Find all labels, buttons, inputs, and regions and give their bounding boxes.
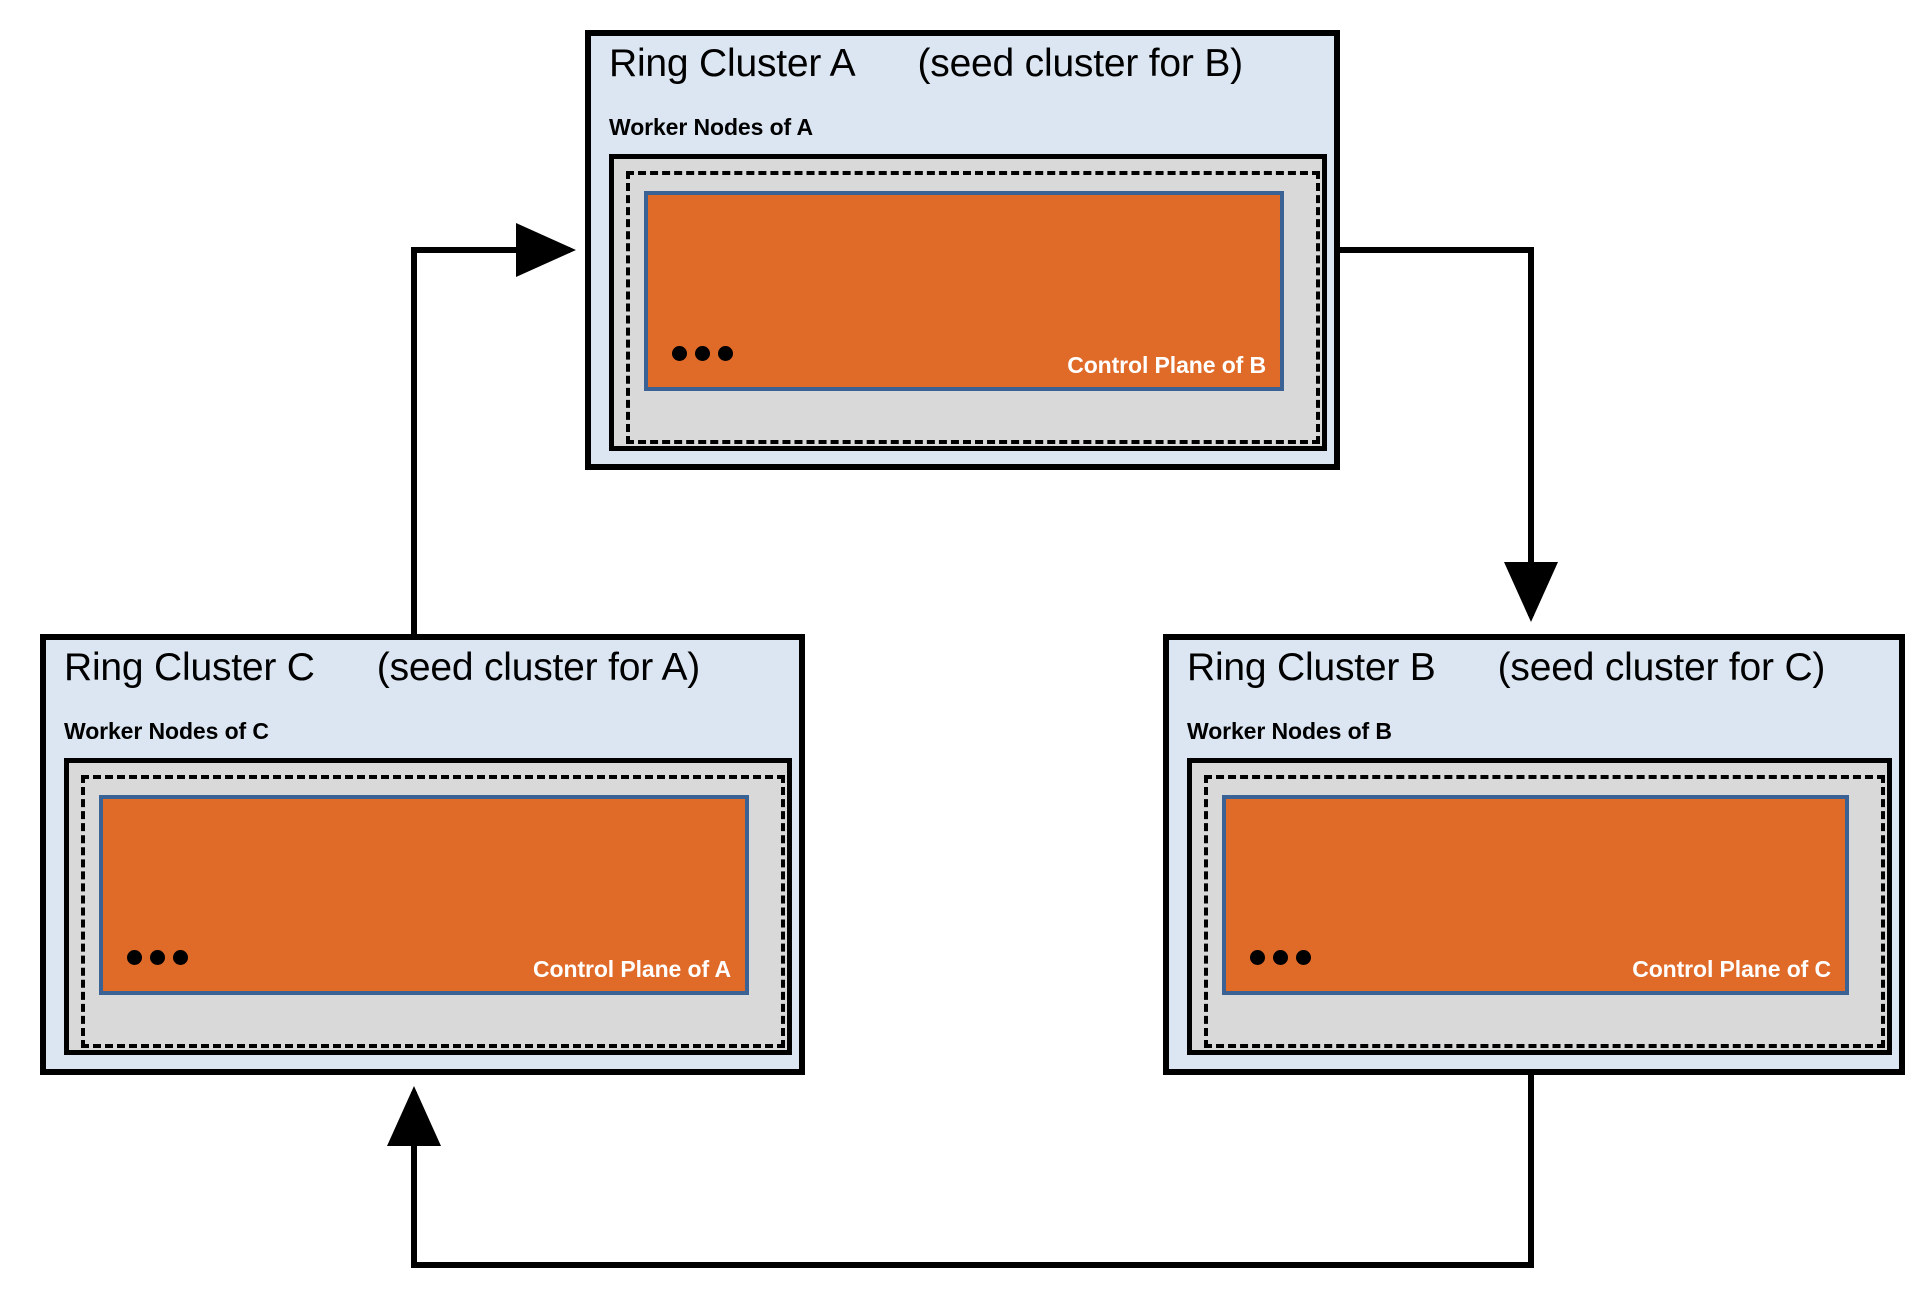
cluster-a-control-plane[interactable]: Control Plane of B: [644, 191, 1284, 391]
cluster-a-worker-label: Worker Nodes of A: [609, 114, 814, 140]
cluster-a-node-boundary: Control Plane of B: [626, 171, 1320, 444]
cluster-b-control-plane-label: Control Plane of C: [1632, 956, 1831, 982]
cluster-b-name: Ring Cluster B: [1187, 646, 1436, 689]
cluster-c-worker-box[interactable]: Control Plane of A: [64, 758, 792, 1055]
cluster-b-node-boundary: Control Plane of C: [1204, 775, 1885, 1048]
cluster-c-node-boundary: Control Plane of A: [81, 775, 785, 1048]
arrow-a-to-b: [1340, 247, 1558, 622]
cluster-a-title-row: Ring Cluster A (seed cluster for B): [609, 42, 1243, 86]
cluster-a-ellipsis-icon: [672, 346, 733, 361]
ring-cluster-c[interactable]: Ring Cluster C (seed cluster for A) Work…: [40, 634, 805, 1075]
cluster-c-name: Ring Cluster C: [64, 646, 315, 689]
arrow-c-to-a: [411, 223, 576, 634]
cluster-b-worker-box[interactable]: Control Plane of C: [1187, 758, 1892, 1055]
ring-cluster-b[interactable]: Ring Cluster B (seed cluster for C) Work…: [1163, 634, 1905, 1075]
cluster-a-seed-note: (seed cluster for B): [917, 42, 1243, 85]
cluster-b-control-plane[interactable]: Control Plane of C: [1222, 795, 1849, 995]
cluster-b-seed-note: (seed cluster for C): [1497, 646, 1826, 689]
cluster-b-ellipsis-icon: [1250, 950, 1311, 965]
cluster-a-name: Ring Cluster A: [609, 42, 856, 85]
cluster-c-worker-label: Worker Nodes of C: [64, 718, 269, 744]
cluster-c-seed-note: (seed cluster for A): [376, 646, 701, 689]
arrow-b-to-c: [387, 1075, 1534, 1268]
ring-cluster-a[interactable]: Ring Cluster A (seed cluster for B) Work…: [585, 30, 1340, 470]
cluster-b-title-row: Ring Cluster B (seed cluster for C): [1187, 646, 1825, 690]
cluster-c-title-row: Ring Cluster C (seed cluster for A): [64, 646, 700, 690]
cluster-a-worker-box[interactable]: Control Plane of B: [609, 154, 1327, 451]
cluster-c-ellipsis-icon: [127, 950, 188, 965]
cluster-b-worker-label: Worker Nodes of B: [1187, 718, 1392, 744]
cluster-c-control-plane-label: Control Plane of A: [533, 956, 731, 982]
cluster-c-control-plane[interactable]: Control Plane of A: [99, 795, 749, 995]
cluster-a-control-plane-label: Control Plane of B: [1067, 352, 1266, 378]
